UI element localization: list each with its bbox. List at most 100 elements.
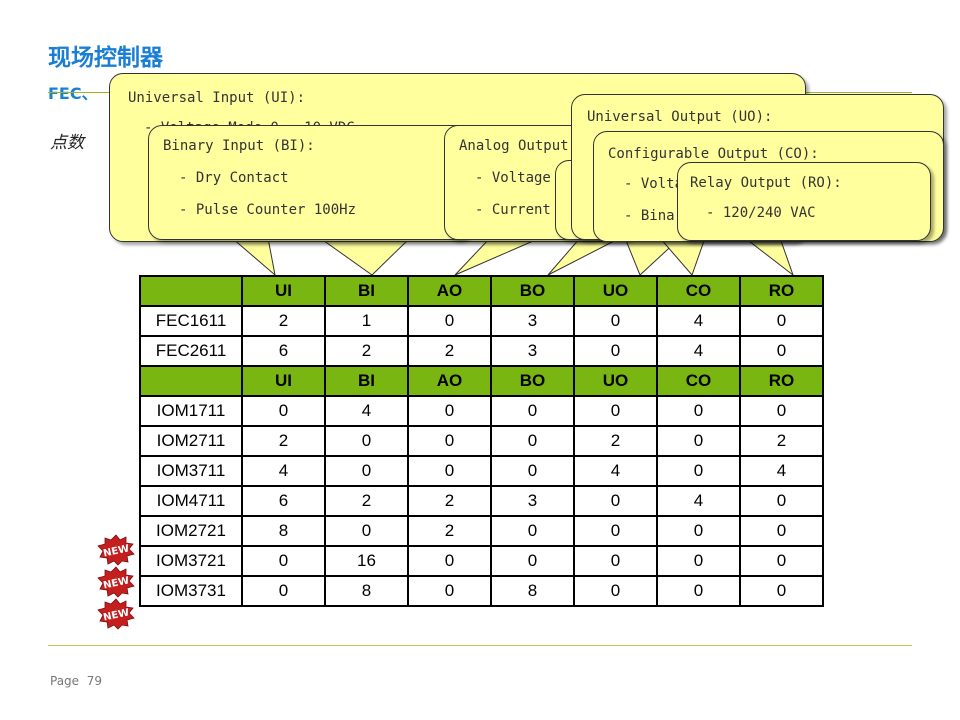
header-cell: BO bbox=[490, 275, 575, 307]
value-cell: 2 bbox=[739, 425, 824, 457]
table-row: FEC2611 6 2 2 3 0 4 0 bbox=[139, 335, 824, 367]
page-subtitle: FEC、 bbox=[48, 84, 98, 103]
value-cell: 8 bbox=[241, 515, 326, 547]
value-cell: 0 bbox=[490, 395, 575, 427]
value-cell: 4 bbox=[739, 455, 824, 487]
value-cell: 0 bbox=[490, 455, 575, 487]
value-cell: 3 bbox=[490, 335, 575, 367]
table-row: IOM2721 8 0 2 0 0 0 0 bbox=[139, 515, 824, 547]
new-badge-icon: NEW bbox=[97, 566, 135, 598]
ui-callout-tail bbox=[230, 237, 276, 277]
value-cell: 2 bbox=[573, 425, 658, 457]
ro-callout-line-1: - 120/240 VAC bbox=[706, 205, 816, 221]
value-cell: 0 bbox=[573, 575, 658, 607]
ro-callout-tail bbox=[743, 237, 795, 277]
bi-callout-title: Binary Input (BI): bbox=[163, 138, 315, 154]
value-cell: 6 bbox=[241, 335, 326, 367]
value-cell: 0 bbox=[739, 485, 824, 517]
header-cell: CO bbox=[656, 275, 741, 307]
value-cell: 2 bbox=[324, 335, 409, 367]
co-callout-line-1: - Voltag bbox=[624, 176, 692, 192]
co-callout-tail bbox=[658, 237, 706, 276]
ao-callout-line-1: - Voltage M bbox=[475, 170, 568, 186]
co-callout-line-2: - Binary bbox=[624, 208, 692, 224]
header-cell: RO bbox=[739, 365, 824, 397]
bi-callout: Binary Input (BI): - Dry Contact - Pulse… bbox=[148, 125, 472, 240]
table-row: IOM2711 2 0 0 0 2 0 2 bbox=[139, 425, 824, 457]
value-cell: 0 bbox=[490, 545, 575, 577]
value-cell: 0 bbox=[407, 545, 492, 577]
model-cell: IOM3711 bbox=[139, 455, 243, 487]
value-cell: 0 bbox=[407, 575, 492, 607]
page-number-value: 79 bbox=[86, 674, 102, 688]
value-cell: 0 bbox=[324, 425, 409, 457]
header-cell: UO bbox=[573, 365, 658, 397]
header-cell: CO bbox=[656, 365, 741, 397]
header-cell: UO bbox=[573, 275, 658, 307]
table-header-row: UI BI AO BO UO CO RO bbox=[139, 365, 824, 397]
table-row: IOM3721 0 16 0 0 0 0 0 bbox=[139, 545, 824, 577]
model-cell: IOM2711 bbox=[139, 425, 243, 457]
footer-divider bbox=[48, 645, 912, 646]
ro-callout-title: Relay Output (RO): bbox=[690, 175, 842, 191]
value-cell: 0 bbox=[490, 515, 575, 547]
model-cell: IOM1711 bbox=[139, 395, 243, 427]
new-badge-label: NEW bbox=[102, 607, 130, 623]
table-row: IOM4711 6 2 2 3 0 4 0 bbox=[139, 485, 824, 517]
value-cell: 2 bbox=[241, 305, 326, 337]
value-cell: 0 bbox=[407, 455, 492, 487]
bi-callout-line-1: - Dry Contact bbox=[179, 170, 289, 186]
io-points-table: UI BI AO BO UO CO RO FEC1611 2 1 0 3 0 4… bbox=[139, 275, 824, 607]
header-cell: AO bbox=[407, 365, 492, 397]
value-cell: 0 bbox=[656, 515, 741, 547]
table-row: FEC1611 2 1 0 3 0 4 0 bbox=[139, 305, 824, 337]
table-row: IOM1711 0 4 0 0 0 0 0 bbox=[139, 395, 824, 427]
new-badge-label: NEW bbox=[102, 575, 130, 591]
model-cell: IOM3721 bbox=[139, 545, 243, 577]
value-cell: 0 bbox=[407, 395, 492, 427]
model-cell: FEC2611 bbox=[139, 335, 243, 367]
value-cell: 0 bbox=[739, 335, 824, 367]
value-cell: 0 bbox=[324, 515, 409, 547]
value-cell: 6 bbox=[241, 485, 326, 517]
value-cell: 0 bbox=[241, 545, 326, 577]
header-cell: AO bbox=[407, 275, 492, 307]
value-cell: 4 bbox=[656, 335, 741, 367]
value-cell: 8 bbox=[490, 575, 575, 607]
header-cell: UI bbox=[241, 275, 326, 307]
table-header-row: UI BI AO BO UO CO RO bbox=[139, 275, 824, 307]
new-badge-label: NEW bbox=[102, 543, 130, 559]
value-cell: 0 bbox=[739, 515, 824, 547]
ao-callout-title: Analog Output bbox=[459, 138, 569, 154]
new-badge-icon: NEW bbox=[97, 534, 135, 566]
value-cell: 4 bbox=[656, 305, 741, 337]
table-row: IOM3731 0 8 0 8 0 0 0 bbox=[139, 575, 824, 607]
value-cell: 0 bbox=[739, 395, 824, 427]
bi-callout-line-2: - Pulse Counter 100Hz bbox=[179, 202, 357, 218]
model-cell: FEC1611 bbox=[139, 305, 243, 337]
value-cell: 0 bbox=[656, 455, 741, 487]
page-title: 现场控制器 bbox=[48, 45, 163, 71]
ao-callout-tail bbox=[454, 237, 541, 276]
value-cell: 8 bbox=[324, 575, 409, 607]
table-row: IOM3711 4 0 0 0 4 0 4 bbox=[139, 455, 824, 487]
value-cell: 0 bbox=[656, 395, 741, 427]
value-cell: 3 bbox=[490, 305, 575, 337]
value-cell: 1 bbox=[324, 305, 409, 337]
header-cell: BI bbox=[324, 275, 409, 307]
model-cell: IOM2721 bbox=[139, 515, 243, 547]
value-cell: 0 bbox=[573, 515, 658, 547]
ao-callout-line-2: - Current M bbox=[475, 202, 568, 218]
header-cell: UI bbox=[241, 365, 326, 397]
ui-callout-title: Universal Input (UI): bbox=[128, 90, 306, 106]
model-cell: IOM3731 bbox=[139, 575, 243, 607]
header-cell bbox=[139, 275, 243, 307]
uo-callout-title: Universal Output (UO): bbox=[587, 109, 773, 125]
value-cell: 0 bbox=[324, 455, 409, 487]
bi-callout-tail bbox=[318, 237, 412, 276]
value-cell: 2 bbox=[407, 515, 492, 547]
value-cell: 2 bbox=[407, 335, 492, 367]
co-callout-title: Configurable Output (CO): bbox=[608, 146, 819, 162]
value-cell: 0 bbox=[573, 485, 658, 517]
